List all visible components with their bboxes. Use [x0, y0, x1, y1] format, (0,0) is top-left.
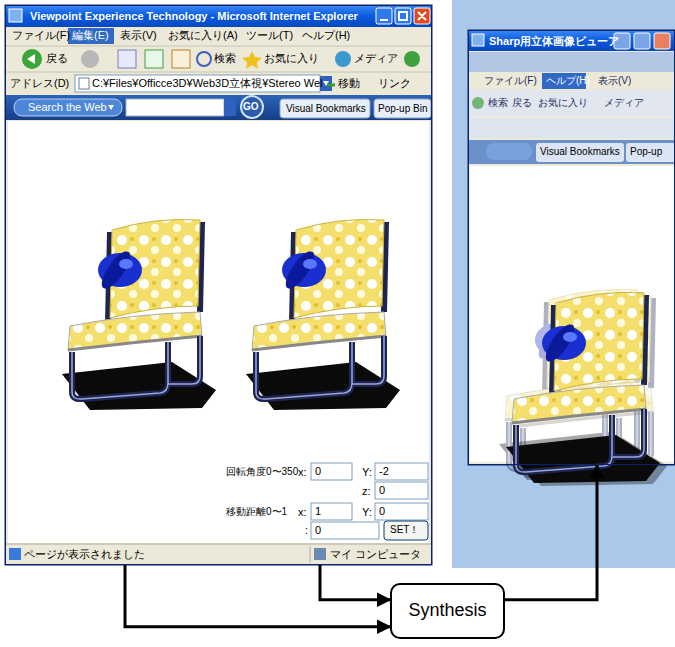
ui-text: 検索 [214, 52, 236, 65]
field-label: x: [298, 466, 307, 479]
ui-text: ファイル(F) [12, 29, 70, 42]
ui-text: Visual Bookmarks [540, 146, 620, 158]
field-value: 0 [315, 524, 321, 537]
ui-text: お気に入り [264, 52, 319, 65]
ui-text: ツール(T) [246, 29, 293, 42]
field-value: 0 [315, 465, 321, 478]
ui-text: 表示(V) [120, 29, 157, 42]
flow-arrow [505, 465, 597, 600]
form-label: 回転角度0〜350 [226, 466, 298, 478]
flow-arrow [320, 565, 390, 600]
ui-text: GO [243, 101, 259, 113]
ui-text: お気に入り [538, 97, 588, 109]
field-value: 0 [379, 505, 385, 518]
ui-text: Pop-up Bin [378, 103, 427, 115]
field-label: Y: [362, 466, 372, 479]
ui-text: 検索 [488, 97, 508, 109]
ui-text: メディア [354, 52, 398, 65]
window-title: Sharp用立体画像ビューア [489, 35, 674, 48]
ui-text: リンク [378, 77, 411, 90]
button-label: SET！ [390, 524, 419, 536]
box-label: Synthesis [408, 600, 486, 622]
viewer-window: Sharp用立体画像ビューア [468, 30, 675, 465]
ui-text: ヘルプ(H) [546, 75, 590, 87]
ui-text: Search the Web [28, 101, 107, 114]
address-text: C:¥Files¥Officce3D¥Web3D立体視¥Stereo Wel [92, 77, 322, 90]
ui-text: Pop-up [630, 146, 662, 158]
ui-text: ヘルプ(H) [302, 29, 350, 42]
ui-text: ファイル(F) [484, 75, 537, 87]
ui-text: アドレス(D) [10, 77, 69, 90]
ui-text: 戻る [46, 52, 68, 65]
ui-text: メディア [604, 97, 644, 109]
ui-text: お気に入り(A) [168, 29, 238, 42]
ui-text: Visual Bookmarks [286, 103, 366, 115]
field-label: Y: [362, 506, 372, 519]
process-box: Synthesis [390, 583, 505, 639]
form-label: 移動距離0〜1 [226, 506, 287, 518]
flow-arrow [125, 565, 390, 627]
field-label: x: [298, 506, 307, 519]
field-value: 0 [379, 484, 385, 497]
status-text: マイ コンピュータ [330, 548, 421, 561]
ui-text: 戻る [512, 97, 532, 109]
field-value: -2 [379, 465, 389, 478]
field-value: 1 [315, 505, 321, 518]
field-label: : [305, 524, 308, 537]
status-text: ページが表示されました [24, 548, 145, 561]
window-title: Viewpoint Experience Technology - Micros… [30, 10, 431, 23]
ui-text: 移動 [338, 77, 360, 90]
field-label: z: [362, 485, 371, 498]
ui-text: 編集(E) [72, 29, 109, 42]
ui-text: 表示(V) [598, 75, 631, 87]
